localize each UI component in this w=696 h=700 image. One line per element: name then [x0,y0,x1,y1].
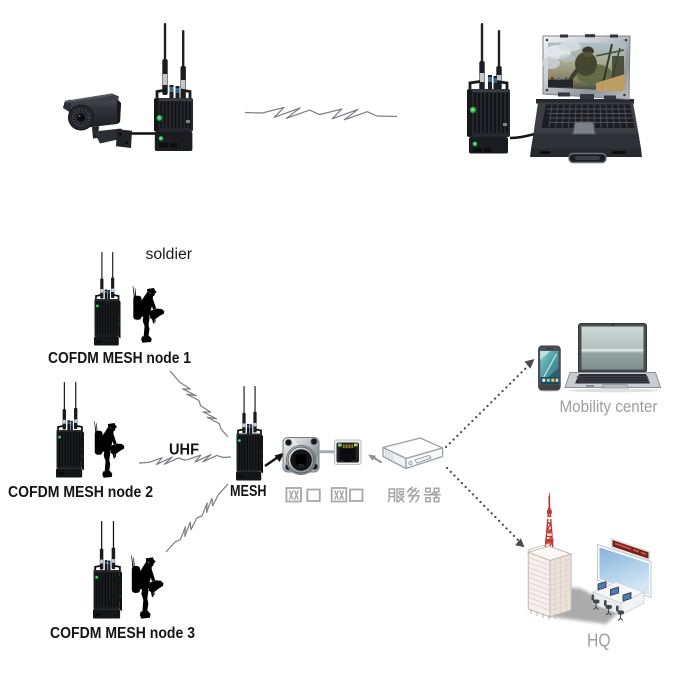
svg-text:COFDM MESH node 3: COFDM MESH node 3 [50,625,195,642]
svg-text:COFDM MESH node 1: COFDM MESH node 1 [48,350,191,367]
svg-text:HQ: HQ [587,631,611,651]
svg-text:soldier: soldier [146,246,193,263]
svg-text:COFDM MESH node 2: COFDM MESH node 2 [8,484,153,501]
svg-text:UHF: UHF [169,442,199,459]
svg-text:MESH: MESH [230,483,267,500]
svg-text:Mobility center: Mobility center [560,397,658,416]
